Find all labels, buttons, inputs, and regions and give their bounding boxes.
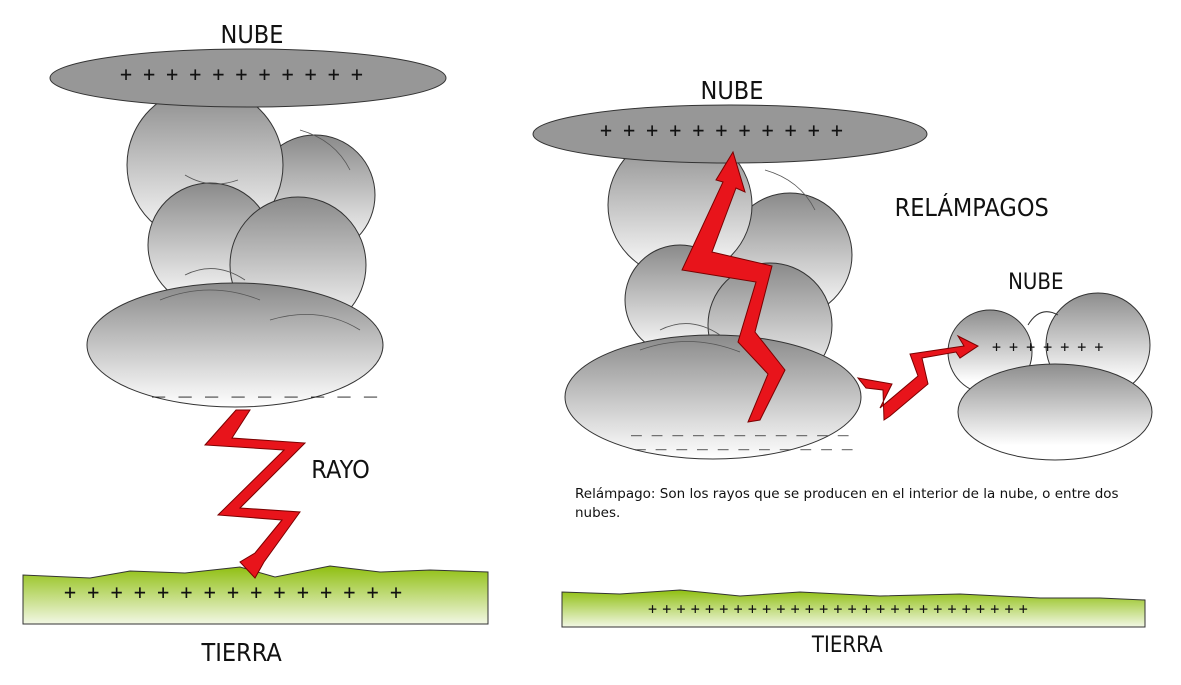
left-cloud xyxy=(49,48,447,408)
right-ground-label: TIERRA xyxy=(811,633,883,658)
left-cloud-positive-charges: + + + + + + + + + + + xyxy=(120,62,363,86)
rayo-bolt-icon xyxy=(203,409,307,579)
right-cloud-positive-charges: + + + + + + + + + + + xyxy=(600,118,843,142)
small-cloud xyxy=(947,292,1153,461)
rayo-label: RAYO xyxy=(311,455,370,484)
right-ground xyxy=(561,589,1146,628)
small-cloud-positive-charges: + + + + + + + xyxy=(992,338,1103,356)
right-cloud-negative-charges-row2: _ _ _ _ _ _ _ _ _ _ _ xyxy=(635,430,853,451)
left-cloud-negative-charges: _ _ _ _ _ _ _ _ _ xyxy=(152,373,378,398)
relampago-bolt-icon xyxy=(681,150,786,423)
relampago-definition: Relámpago: Son los rayos que se producen… xyxy=(575,486,1119,521)
right-cloud xyxy=(532,104,928,460)
small-cloud-label: NUBE xyxy=(1008,270,1064,295)
right-cloud-label: NUBE xyxy=(700,76,764,105)
left-ground-positive-charges: + + + + + + + + + + + + + + + xyxy=(64,580,402,604)
left-cloud-label: NUBE xyxy=(220,20,284,49)
left-ground xyxy=(22,565,489,625)
right-ground-positive-charges: + + + + + + + + + + + + + + + + + + + + … xyxy=(648,600,1028,618)
cloud-to-cloud-bolt-icon xyxy=(856,334,979,421)
left-ground-label: TIERRA xyxy=(201,638,282,667)
right-cloud-negative-charges-row1: _ _ _ _ _ _ _ _ _ _ _ xyxy=(631,416,849,437)
relampagos-label: RELÁMPAGOS xyxy=(894,193,1049,222)
